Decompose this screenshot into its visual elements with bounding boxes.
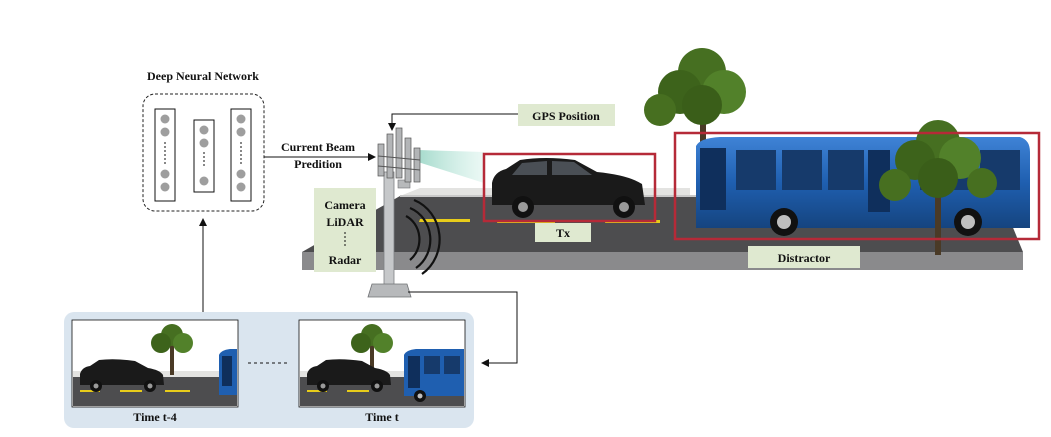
distractor-label: Distractor [778,251,831,265]
car-icon [492,158,645,218]
tx-highlight-box [482,152,657,223]
car-icon [307,359,391,392]
neuron [199,138,209,148]
gps-arrow [388,113,518,131]
neuron [236,114,246,124]
beam-cone [418,150,484,183]
distractor-label-box [748,246,860,268]
prediction-label-line1: Current Beam [281,140,355,154]
frame-t-minus-4 [71,319,239,408]
frame-label-t-minus-4: Time t-4 [133,410,176,424]
sensor-data-arrow [408,291,518,367]
tree-icon [351,324,393,375]
sensor-camera-label: Camera [324,198,365,212]
frame-label-t: Time t [365,410,398,424]
tx-label: Tx [556,226,570,240]
neuron [236,127,246,137]
radar-waves-icon [405,198,441,275]
gps-label: GPS Position [532,109,600,123]
timeline-panel: Time t-4 Time t [64,312,474,428]
base-station [367,127,421,298]
car-icon [80,359,164,392]
sensors-label-box [314,188,376,272]
dnn-frame [142,93,265,212]
distractor-highlight-box [673,131,1041,241]
tree-icon [151,324,193,375]
neuron [199,125,209,135]
neuron [160,114,170,124]
neuron [236,169,246,179]
prediction-label-line2: Predition [294,157,342,171]
neuron [160,182,170,192]
dnn-title: Deep Neural Network [147,69,259,83]
street-scene [302,48,1041,298]
gps-label-box [518,104,615,126]
frame-t [298,319,466,408]
sensor-radar-label: Radar [329,253,362,267]
sensor-lidar-label: LiDAR [326,215,364,229]
neuron [199,176,209,186]
neuron [236,182,246,192]
antenna-icon [377,127,421,183]
bus-icon [219,349,237,395]
neuron [160,127,170,137]
tx-label-box [535,223,591,242]
bus-icon [404,349,464,402]
neuron [160,169,170,179]
road-edge [302,252,1023,270]
dnn-block: Deep Neural Network [142,69,265,212]
tree-icon [879,120,997,255]
